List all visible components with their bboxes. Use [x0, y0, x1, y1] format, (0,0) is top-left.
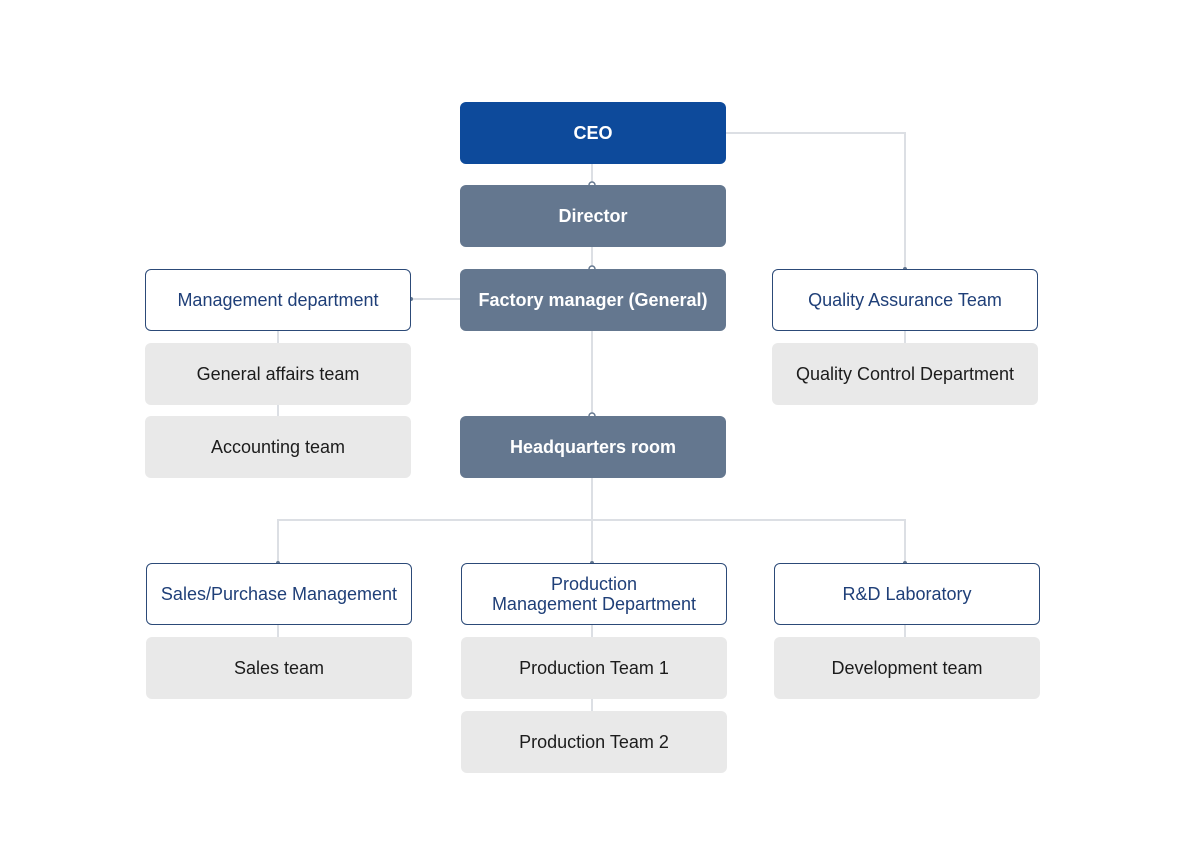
general-affairs-team-label: General affairs team — [196, 364, 360, 384]
sales-purchase-management-label: Sales/Purchase Management — [160, 584, 398, 604]
production-team-2-label: Production Team 2 — [519, 732, 669, 752]
production-team-2-box[interactable]: Production Team 2 — [461, 711, 727, 773]
ceo-label: CEO — [573, 123, 613, 143]
accounting-team-label: Accounting team — [210, 437, 346, 457]
sales-team-box[interactable]: Sales team — [146, 637, 412, 699]
quality-assurance-team-box[interactable]: Quality Assurance Team — [772, 269, 1038, 331]
rnd-laboratory-box[interactable]: R&D Laboratory — [774, 563, 1040, 625]
director-label: Director — [558, 206, 628, 226]
management-department-box[interactable]: Management department — [145, 269, 411, 331]
quality-assurance-team-label: Quality Assurance Team — [808, 290, 1002, 310]
accounting-team-box[interactable]: Accounting team — [145, 416, 411, 478]
factory-manager-box[interactable]: Factory manager (General) — [460, 269, 726, 331]
general-affairs-team-box[interactable]: General affairs team — [145, 343, 411, 405]
sales-purchase-management-box[interactable]: Sales/Purchase Management — [146, 563, 412, 625]
headquarters-label: Headquarters room — [509, 437, 677, 457]
rnd-laboratory-label: R&D Laboratory — [842, 584, 972, 604]
production-management-label-line2: Management Department — [491, 594, 697, 614]
management-department-label: Management department — [177, 290, 379, 310]
production-management-label-line1: Production — [550, 574, 638, 594]
factory-manager-label: Factory manager (General) — [478, 290, 708, 310]
quality-control-department-box[interactable]: Quality Control Department — [772, 343, 1038, 405]
sales-team-label: Sales team — [233, 658, 325, 678]
production-team-1-label: Production Team 1 — [519, 658, 669, 678]
quality-control-department-label: Quality Control Department — [795, 364, 1015, 384]
headquarters-box[interactable]: Headquarters room — [460, 416, 726, 478]
development-team-box[interactable]: Development team — [774, 637, 1040, 699]
connector-ceo-quality — [726, 132, 906, 269]
director-box[interactable]: Director — [460, 185, 726, 247]
ceo-box[interactable]: CEO — [460, 102, 726, 164]
production-management-department-box[interactable]: Production Management Department — [461, 563, 727, 625]
production-team-1-box[interactable]: Production Team 1 — [461, 637, 727, 699]
development-team-label: Development team — [831, 658, 983, 678]
